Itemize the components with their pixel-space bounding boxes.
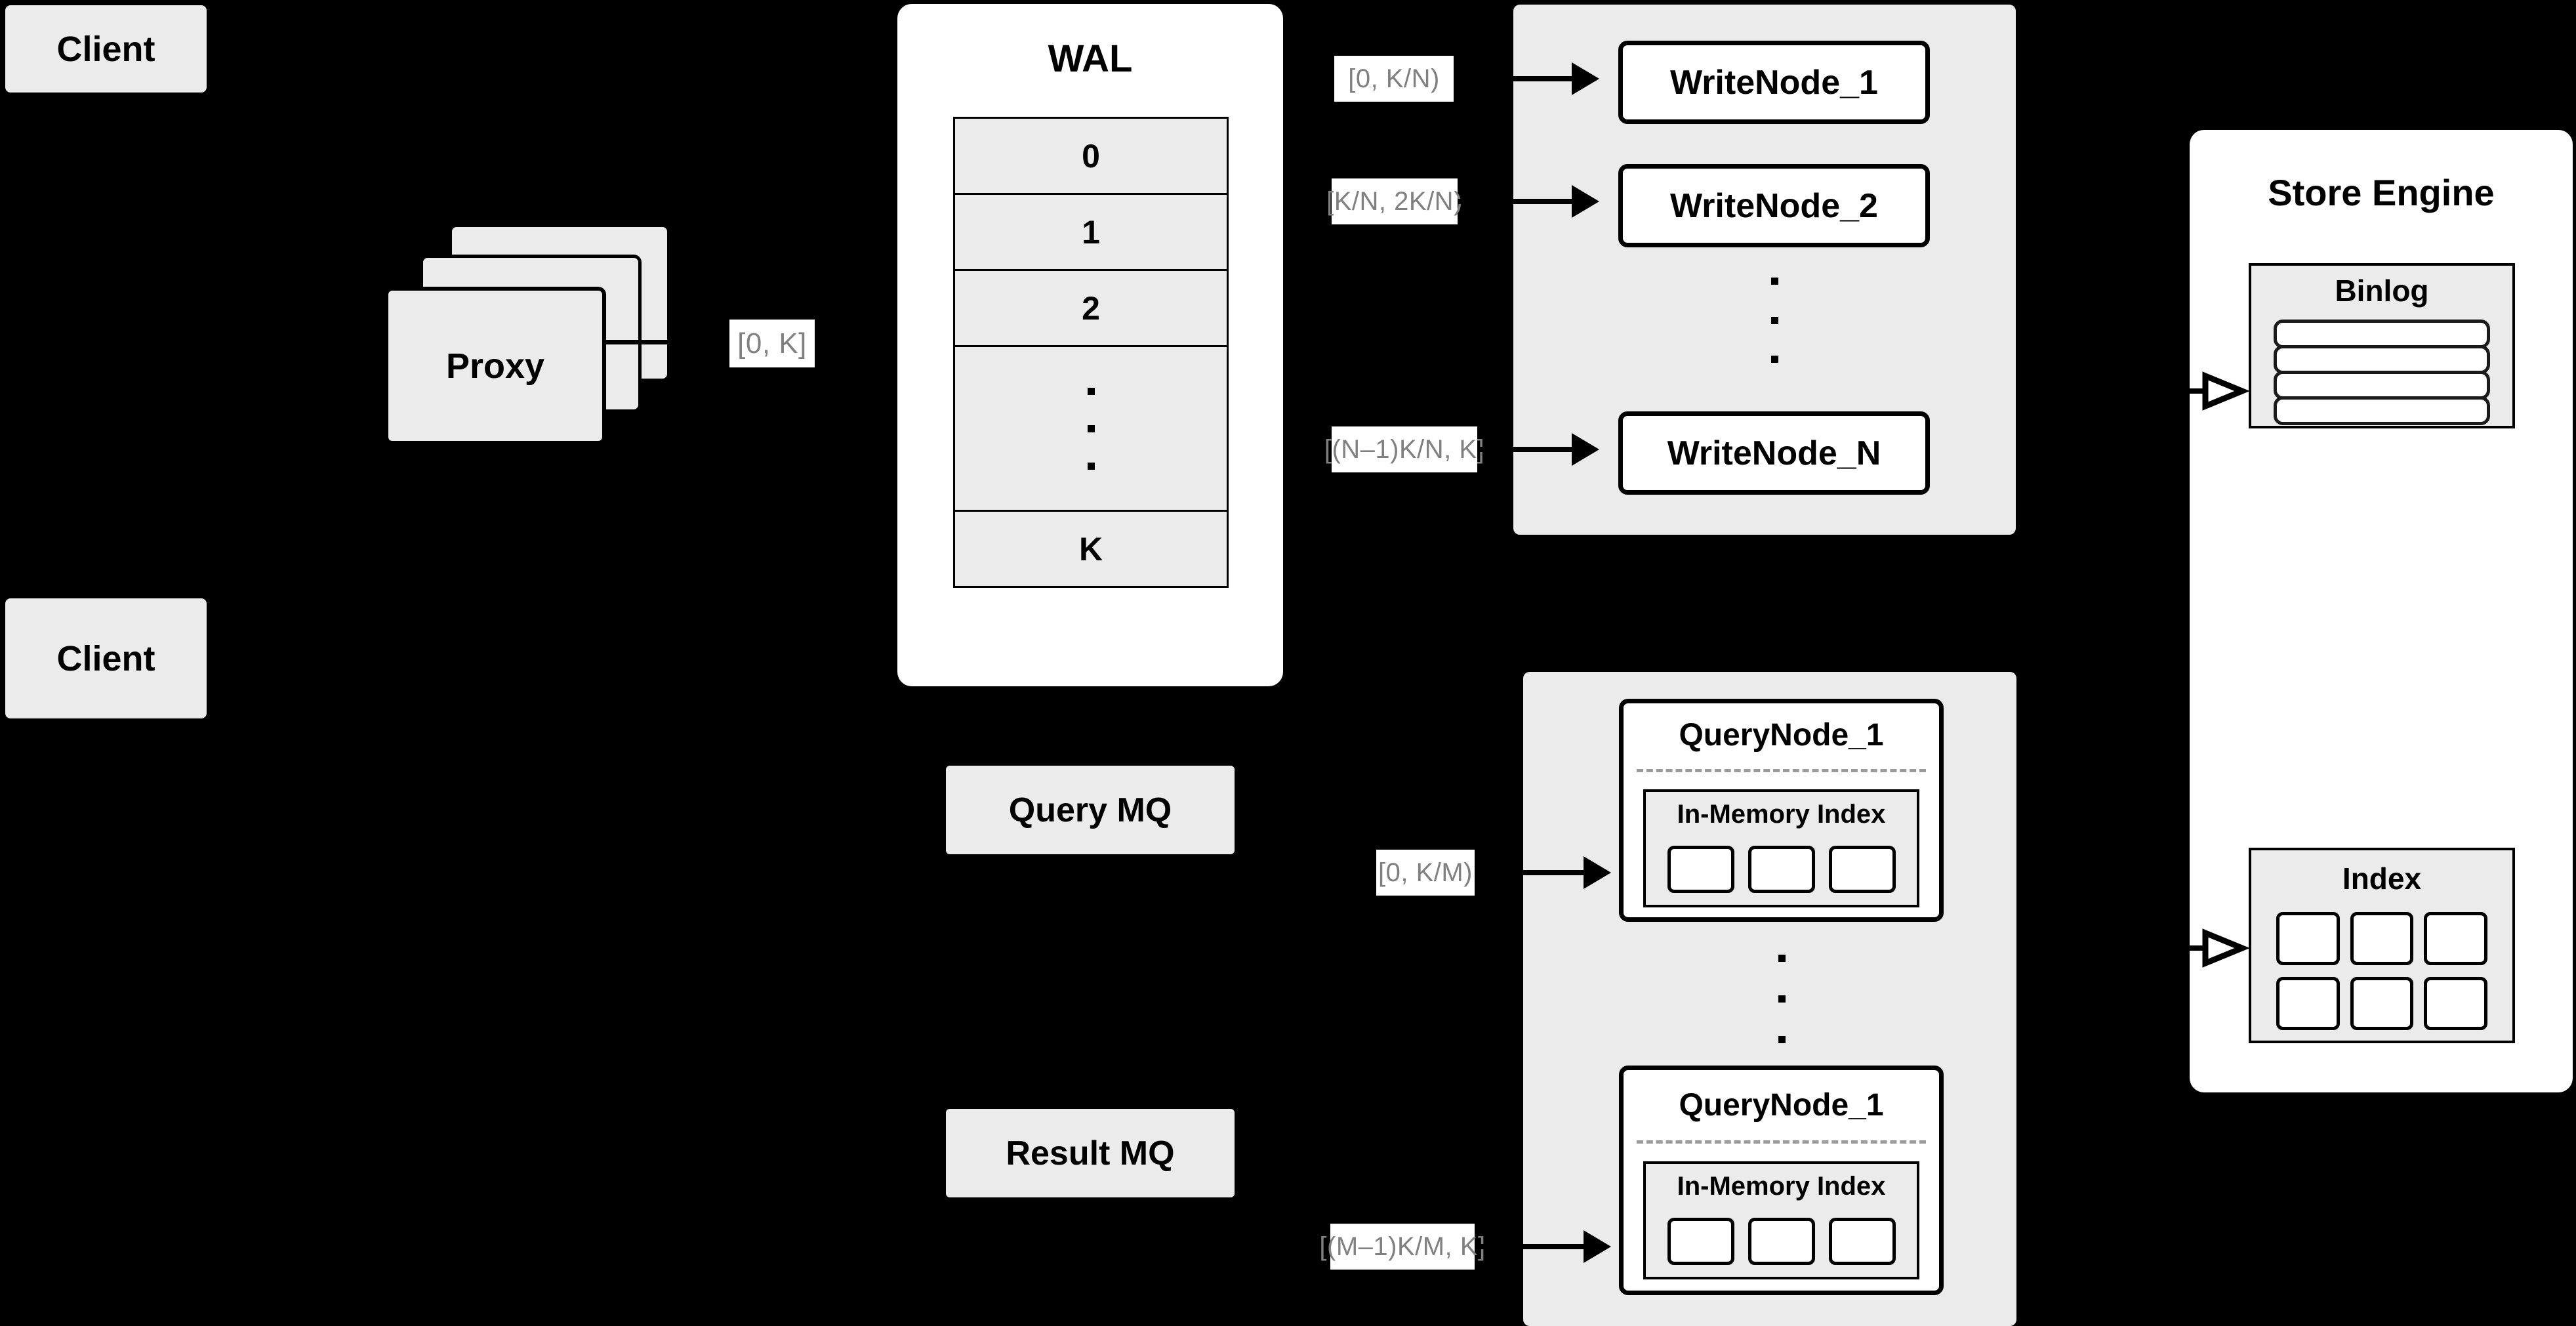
index-cell[interactable] xyxy=(1828,1218,1896,1265)
write-node-1-range-label: [0, K/N) xyxy=(1334,56,1454,102)
wal-entry-2[interactable]: 2 xyxy=(953,271,1229,347)
binlog-panel: Binlog xyxy=(2249,263,2515,428)
store-engine-title: Store Engine xyxy=(2268,171,2495,213)
client-label-1: Client xyxy=(56,29,155,69)
binlog-row[interactable] xyxy=(2274,396,2490,425)
result-mq-box[interactable]: Result MQ xyxy=(946,1109,1235,1197)
write-node-n-arrowhead xyxy=(1572,433,1599,466)
query-node-1-index-title: In-Memory Index xyxy=(1677,799,1886,829)
query-node-1[interactable]: QueryNode_1 In-Memory Index xyxy=(1619,699,1944,922)
proxy-label: Proxy xyxy=(445,346,545,386)
query-node-1-range-label: [0, K/M) xyxy=(1376,850,1475,896)
index-inbound-arrow xyxy=(2165,928,2250,968)
wal-entry-0[interactable]: 0 xyxy=(953,117,1229,195)
query-node-1-index-cells xyxy=(1660,846,1902,893)
write-node-2-arrowhead xyxy=(1572,185,1599,218)
wal-title: WAL xyxy=(1048,37,1133,80)
binlog-row[interactable] xyxy=(2274,320,2490,348)
binlog-inbound-arrow xyxy=(2165,371,2250,411)
write-node-2[interactable]: WriteNode_2 xyxy=(1618,164,1930,247)
write-node-1[interactable]: WriteNode_1 xyxy=(1618,41,1930,124)
wal-panel: WAL 0 1 2 K xyxy=(897,4,1283,686)
write-node-2-range-label: [K/N, 2K/N) xyxy=(1326,178,1462,224)
store-engine-panel: Store Engine Binlog Index xyxy=(2190,130,2573,1092)
index-title: Index xyxy=(2342,861,2422,896)
binlog-title: Binlog xyxy=(2335,274,2429,308)
index-cell[interactable] xyxy=(1748,1218,1815,1265)
query-node-2-divider xyxy=(1637,1140,1926,1144)
query-node-2-arrowhead xyxy=(1584,1230,1611,1263)
write-node-n-arrow-line xyxy=(1477,447,1572,452)
proxy-range-label: [0, K] xyxy=(729,320,815,367)
index-cells-grid xyxy=(2276,912,2487,1030)
index-cell[interactable] xyxy=(2424,912,2487,965)
binlog-row[interactable] xyxy=(2274,371,2490,400)
wal-ellipsis-dots xyxy=(1087,387,1095,470)
write-node-n-range-label: [(N–1)K/N, K] xyxy=(1324,426,1484,472)
client-label-2: Client xyxy=(56,638,155,678)
query-node-2-arrow-line xyxy=(1475,1244,1584,1249)
index-cell[interactable] xyxy=(1828,846,1896,893)
query-node-2-range-label: [(M–1)K/M, K] xyxy=(1319,1224,1485,1270)
query-node-1-arrow-line xyxy=(1475,870,1584,875)
proxy-box[interactable]: Proxy xyxy=(384,287,606,445)
index-cell[interactable] xyxy=(1748,846,1815,893)
index-cell[interactable] xyxy=(2276,977,2340,1030)
binlog-rows xyxy=(2274,320,2490,425)
index-cell[interactable] xyxy=(1667,846,1734,893)
query-node-2-index-cells xyxy=(1660,1218,1902,1265)
query-cluster-panel: QueryNode_1 In-Memory Index QueryNode_1 xyxy=(1523,672,2016,1326)
write-node-2-arrow-line xyxy=(1458,199,1572,204)
index-cell[interactable] xyxy=(2424,977,2487,1030)
write-cluster-ellipsis xyxy=(1769,278,1780,363)
index-cell[interactable] xyxy=(2276,912,2340,965)
query-node-2-index-title: In-Memory Index xyxy=(1677,1171,1886,1201)
write-node-1-arrowhead xyxy=(1572,62,1599,95)
proxy-wal-connector xyxy=(606,340,668,344)
query-node-1-arrowhead xyxy=(1584,856,1611,889)
binlog-row[interactable] xyxy=(2274,345,2490,374)
query-cluster-ellipsis xyxy=(1776,955,1787,1043)
wal-entry-ellipsis xyxy=(953,347,1229,512)
client-box-1[interactable]: Client xyxy=(5,5,207,93)
query-node-2-inmemory-index: In-Memory Index xyxy=(1643,1161,1919,1279)
index-cell[interactable] xyxy=(1667,1218,1734,1265)
query-mq-box[interactable]: Query MQ xyxy=(946,766,1235,854)
query-node-1-divider xyxy=(1637,769,1926,772)
write-node-n[interactable]: WriteNode_N xyxy=(1618,411,1930,495)
write-node-1-arrow-line xyxy=(1454,76,1572,81)
query-node-1-inmemory-index: In-Memory Index xyxy=(1643,789,1919,907)
index-cell[interactable] xyxy=(2350,977,2414,1030)
wal-entry-k[interactable]: K xyxy=(953,512,1229,588)
index-cell[interactable] xyxy=(2350,912,2414,965)
query-node-1-title: QueryNode_1 xyxy=(1679,717,1884,753)
index-panel: Index xyxy=(2249,848,2515,1043)
query-node-2-title: QueryNode_1 xyxy=(1679,1087,1884,1123)
wal-entry-1[interactable]: 1 xyxy=(953,195,1229,271)
query-node-2[interactable]: QueryNode_1 In-Memory Index xyxy=(1619,1066,1944,1295)
client-box-2[interactable]: Client xyxy=(5,598,207,718)
